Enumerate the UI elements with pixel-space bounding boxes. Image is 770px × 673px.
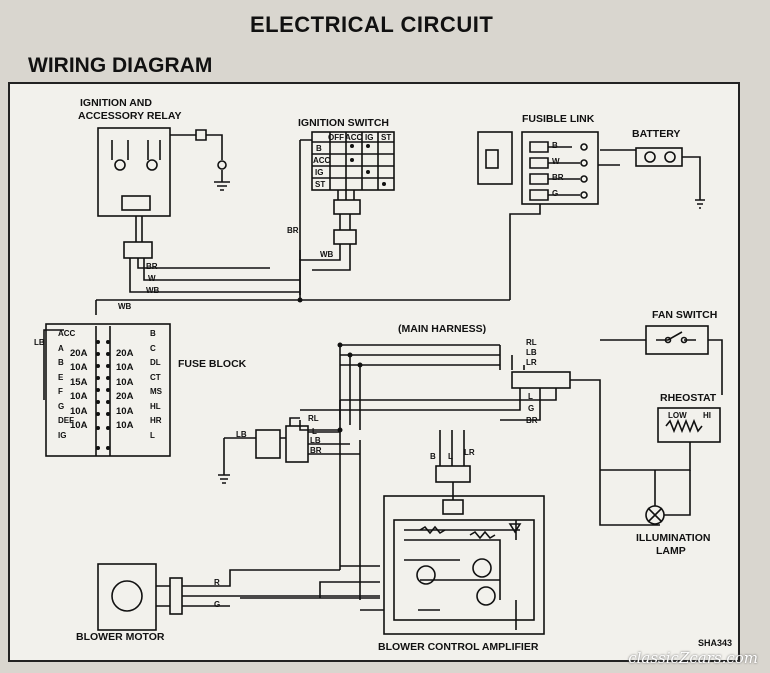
fusible-link-label: FUSIBLE LINK [522,113,595,125]
watermark-logo: classicZcars.com [628,649,758,667]
rheostat-label: RHEOSTAT [660,392,717,404]
wire-lb-conn: LB [310,436,321,445]
fuse-block-label: FUSE BLOCK [178,358,247,370]
wire-g: G [528,404,535,413]
blower-amplifier-label: BLOWER CONTROL AMPLIFIER [378,641,539,653]
wire-lr-amp: LR [464,448,475,457]
illumination-lamp-label-2: LAMP [656,545,686,557]
fuse-rating-right: 10A [116,420,134,431]
wire-wb-fuse: WB [118,302,132,311]
ign-col-off: OFF [328,133,344,142]
diagram-code: SHA343 [698,638,733,648]
wire-br: BR [526,416,538,425]
fuse-rating-left: 10A [70,391,88,402]
wire-br-conn: BR [310,446,322,455]
ign-row-b: B [316,144,322,153]
wire-lb-fuse: LB [34,338,45,347]
fl-term-br: BR [552,173,564,182]
wire-lb-left: LB [236,430,247,439]
wire-lb: LB [526,348,537,357]
fuse-rating-left: 15A [70,376,88,388]
ignition-switch-label: IGNITION SWITCH [298,117,389,129]
wire-wb-top: WB [146,286,160,295]
fuse-rating-left: 10A [70,362,88,373]
fuse-name-right: HL [150,401,161,411]
fuse-rating-right: 10A [116,405,134,417]
wire-l-amp: L [448,452,453,461]
fuse-name-left: G [58,401,65,411]
main-harness-label: (MAIN HARNESS) [398,323,487,335]
fuse-name-right: HR [150,416,162,425]
ign-row-st: ST [315,180,326,189]
wire-br-top: BR [146,262,158,271]
blower-motor-label: BLOWER MOTOR [76,631,165,643]
wire-w-top: W [148,274,156,283]
wire-l: L [528,392,533,401]
wire-r-motor: R [214,578,220,587]
fuse-rating-right: 20A [116,391,134,402]
ign-row-ig: IG [315,168,324,177]
fuse-rating-right: 20A [116,347,134,359]
fuse-rating-right: 10A [116,362,134,373]
fuse-rating-right: 10A [116,376,134,388]
wire-b-amp: B [430,452,436,461]
fl-term-w: W [552,157,560,166]
wire-br-ign: BR [287,226,299,235]
fuse-name-right: CT [150,372,161,382]
fuse-rating-left: 20A [70,347,88,359]
fuse-name-right: B [150,329,156,338]
battery-label: BATTERY [632,128,681,140]
fl-term-g: G [552,189,559,198]
relay-label-1: IGNITION AND [80,97,152,109]
fl-term-b: B [552,141,558,150]
rheostat-hi-label: HI [703,411,711,420]
illumination-lamp-label-1: ILLUMINATION [636,532,711,544]
diagram-subtitle: WIRING DIAGRAM [28,54,213,77]
fuse-name-right: DL [150,358,161,367]
wire-rl-left: RL [308,414,319,423]
fuse-rating-left: 10A [70,405,88,417]
fuse-name-left: ACC [58,329,76,338]
wire-l-left: L [312,427,317,436]
rheostat-low-label: LOW [668,411,687,420]
fuse-name-left: DEF [58,416,74,425]
wire-g-motor: G [214,600,221,609]
fan-switch-label: FAN SWITCH [652,309,718,321]
page-title: ELECTRICAL CIRCUIT [250,12,494,37]
fuse-name-left: IG [58,430,67,440]
fuse-name-right: MS [150,387,162,396]
ign-col-acc: ACC [345,133,363,142]
fuse-rating-left: 10A [70,420,88,431]
wire-rl: RL [526,338,537,347]
fuse-name-left: A [58,343,64,353]
ign-col-ig: IG [365,133,374,142]
fuse-name-right: C [150,343,156,353]
ign-col-st: ST [381,133,392,142]
wire-lr: LR [526,358,537,367]
relay-box [97,127,171,217]
fuse-name-right: L [150,430,155,440]
fuse-name-left: B [58,358,64,367]
ign-row-acc: ACC [313,156,331,165]
fuse-name-left: F [58,387,63,396]
fuse-name-left: E [58,372,64,382]
wire-wb-ign: WB [320,250,334,259]
relay-label-2: ACCESSORY RELAY [78,110,182,122]
